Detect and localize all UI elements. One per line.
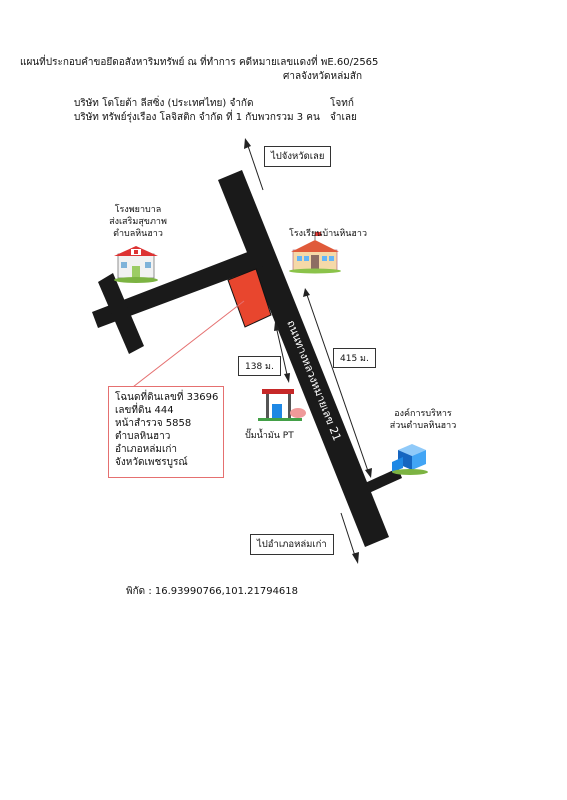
arrow-up-icon xyxy=(303,288,310,297)
hospital-label-line: ส่งเสริมสุขภาพ xyxy=(109,217,167,227)
arrow-down-icon xyxy=(365,468,372,478)
highway-label: ถนนทางหลวงหมายเลข 21 xyxy=(284,318,343,442)
gas-station-icon xyxy=(258,389,306,421)
parcel-land-no: เลขที่ดิน 444 xyxy=(115,405,174,416)
distance-138-line xyxy=(275,325,289,380)
tao-building-icon xyxy=(392,444,428,475)
parcel-survey: หน้าสำรวจ 5858 xyxy=(115,418,192,429)
label-to-lomkao: ไปอำเภอหล่มเก่า xyxy=(250,534,334,555)
tao-label-line: องค์การบริหาร xyxy=(394,409,452,419)
arrow-up-icon xyxy=(244,138,251,149)
parcel-info-box: โฉนดที่ดินเลขที่ 33696 เลขที่ดิน 444 หน้… xyxy=(108,386,224,478)
court-name: ศาลจังหวัดหล่มสัก xyxy=(283,71,363,82)
map-title: แผนที่ประกอบคำขอยึดอสังหาริมทรัพย์ ณ ที่… xyxy=(20,57,379,68)
plaintiff-role: โจทก์ xyxy=(330,98,354,109)
parcel-subdistrict: ตำบลหินฮาว xyxy=(115,431,171,442)
parcel-district: อำเภอหล่มเก่า xyxy=(115,444,178,455)
parcel-province: จังหวัดเพชรบูรณ์ xyxy=(115,457,188,468)
parcel-pointer-line xyxy=(119,300,245,398)
hospital-label: โรงพยาบาล ส่งเสริมสุขภาพ ตำบลหินฮาว xyxy=(96,204,180,240)
distance-415-label: 415 ม. xyxy=(333,348,376,368)
gps-coordinates: พิกัด : 16.93990766,101.21794618 xyxy=(126,586,299,597)
arrow-down-icon xyxy=(284,373,290,383)
defendant-name: บริษัท ทรัพย์รุ่งเรือง โลจิสติก จำกัด ที… xyxy=(74,112,320,123)
arrow-to-lomkao xyxy=(340,512,357,560)
gas-station-label: ปั๊มน้ำมัน PT xyxy=(245,431,294,441)
label-to-loei: ไปจังหวัดเลย xyxy=(264,146,332,167)
school-icon xyxy=(289,232,341,274)
plaintiff-name: บริษัท โตโยต้า ลีสซิ่ง (ประเทศไทย) จำกัด xyxy=(74,98,254,109)
hospital-label-line: ตำบลหินฮาว xyxy=(113,229,163,239)
cross-road xyxy=(98,273,144,354)
tao-label: องค์การบริหาร ส่วนตำบลหินฮาว xyxy=(376,408,470,432)
tao-road xyxy=(365,468,402,493)
defendant-role: จำเลย xyxy=(330,112,357,123)
distance-415-line xyxy=(305,291,370,475)
distance-138-label: 138 ม. xyxy=(238,356,281,376)
arrow-down-icon xyxy=(352,552,359,564)
hospital-icon xyxy=(114,246,158,283)
arrow-up-icon xyxy=(274,322,280,331)
school-label: โรงเรียนบ้านหินฮาว xyxy=(289,229,368,239)
arrow-to-loei xyxy=(246,142,264,191)
land-parcel xyxy=(227,268,272,328)
tao-label-line: ส่วนตำบลหินฮาว xyxy=(389,421,457,431)
parcel-deed: โฉนดที่ดินเลขที่ 33696 xyxy=(115,392,219,403)
hospital-label-line: โรงพยาบาล xyxy=(114,205,162,215)
side-road xyxy=(92,248,264,328)
